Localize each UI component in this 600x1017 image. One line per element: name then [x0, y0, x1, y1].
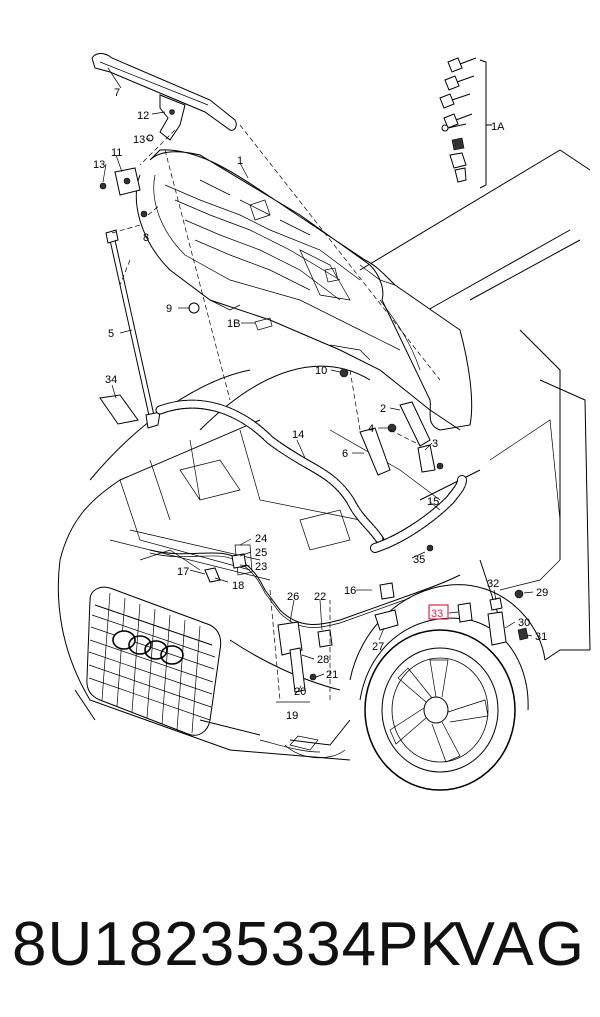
lock-bracket [114, 167, 141, 196]
callout-1b: 1B [227, 318, 240, 330]
callout-labels: 7 1 12 13 13 11 8 5 9 1B 10 34 1A 2 4 3 … [93, 87, 548, 722]
leader-lines [102, 67, 534, 703]
callout-19: 19 [286, 710, 298, 722]
callout-10: 10 [315, 365, 327, 377]
side-seal [370, 475, 467, 553]
callout-16: 16 [344, 585, 356, 597]
front-grille [86, 586, 222, 736]
hood-hinge [159, 94, 186, 141]
gas-strut [105, 229, 161, 429]
callout-35: 35 [413, 554, 425, 566]
callout-13-upper: 13 [133, 134, 145, 146]
insulation-strip [91, 53, 237, 131]
callout-30: 30 [518, 617, 530, 629]
assembly-lines [111, 124, 441, 701]
callout-8: 8 [143, 232, 149, 244]
headlight-area [259, 735, 321, 753]
callout-1a: 1A [491, 121, 505, 133]
callout-11: 11 [111, 147, 122, 159]
callout-34: 34 [105, 374, 117, 386]
front-wheel [359, 617, 529, 791]
callout-4: 4 [368, 423, 374, 435]
callout-24: 24 [255, 533, 267, 545]
brand-rings-logo [112, 630, 184, 665]
callout-14: 14 [292, 429, 304, 441]
callout-2: 2 [380, 403, 386, 415]
hood-seal [155, 399, 385, 545]
callout-33: 33 [431, 608, 443, 620]
callout-18: 18 [232, 580, 244, 592]
callout-15: 15 [427, 496, 439, 508]
hood-panel [135, 149, 473, 431]
callout-20: 20 [294, 686, 306, 698]
callout-6: 6 [342, 448, 348, 460]
exploded-parts-diagram: 7 1 12 13 13 11 8 5 9 1B 10 34 1A 2 4 3 … [57, 53, 591, 791]
caption-bar: 8U18235334PK VAG [0, 895, 600, 995]
callout-32: 32 [487, 578, 499, 590]
callout-3: 3 [432, 438, 438, 450]
callout-9: 9 [166, 303, 172, 315]
part-number-label: 8U18235334PK [12, 910, 462, 979]
callout-7: 7 [114, 87, 120, 99]
callout-1: 1 [237, 155, 243, 167]
fastener-set [439, 57, 492, 189]
callout-23: 23 [255, 561, 267, 573]
highlight-box [428, 604, 449, 620]
callout-28: 28 [317, 654, 329, 666]
brand-label: VAG [453, 910, 586, 979]
callout-5: 5 [108, 328, 114, 340]
callout-25: 25 [255, 547, 267, 559]
callout-21: 21 [326, 669, 338, 681]
callout-13-lower: 13 [93, 159, 105, 171]
callout-29: 29 [536, 587, 548, 599]
callout-12: 12 [137, 110, 149, 122]
callout-26: 26 [287, 591, 299, 603]
callout-22: 22 [314, 591, 326, 603]
callout-31: 31 [535, 631, 547, 643]
callout-17: 17 [177, 566, 189, 578]
release-lever-parts [359, 401, 444, 476]
callout-27: 27 [372, 641, 384, 653]
